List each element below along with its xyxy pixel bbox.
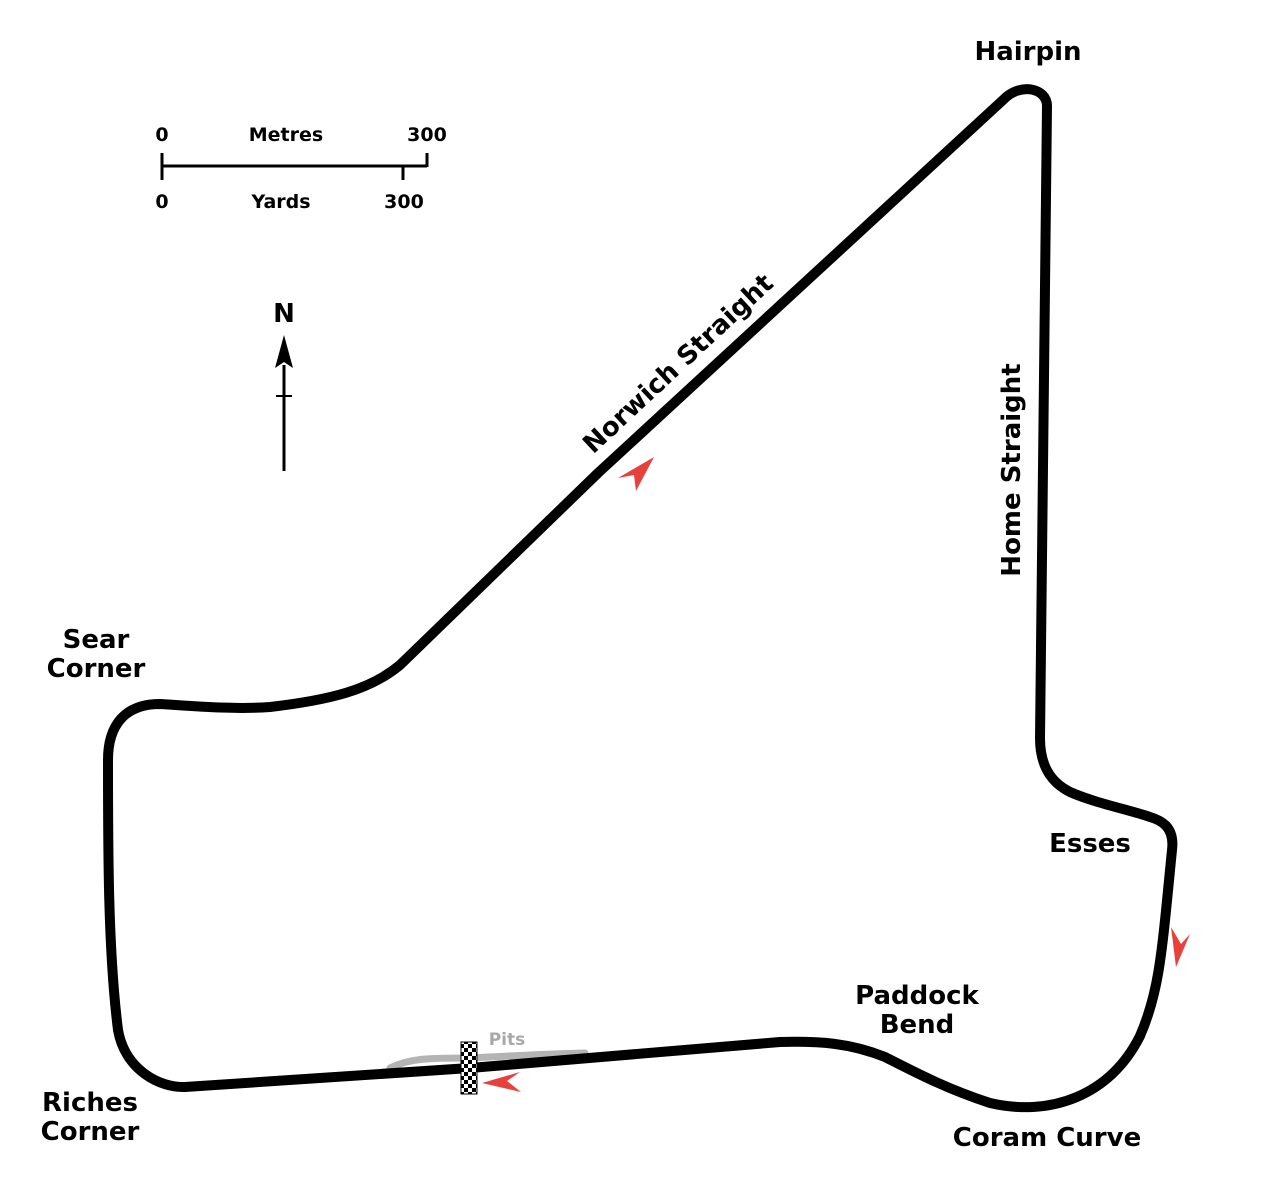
label-paddock-bend-line2: Bend — [880, 1010, 955, 1040]
direction-arrow-esses — [1171, 927, 1190, 967]
label-hairpin: Hairpin — [974, 37, 1081, 67]
label-riches-corner-line1: Riches — [42, 1088, 138, 1118]
label-coram-curve: Coram Curve — [953, 1123, 1141, 1153]
north-arrow-icon — [275, 335, 293, 471]
label-riches-corner-line2: Corner — [41, 1117, 140, 1147]
scale-yards-end: 300 — [384, 191, 424, 213]
track-outline — [103, 84, 1178, 1113]
scale-metres-start: 0 — [155, 124, 168, 146]
scale-yards-start: 0 — [155, 191, 168, 213]
scale-metres-label: Metres — [249, 124, 323, 146]
label-pits: Pits — [489, 1030, 526, 1050]
north-label: N — [273, 299, 295, 329]
label-sear-corner-line1: Sear — [63, 625, 130, 655]
direction-arrow-start — [482, 1072, 521, 1092]
scale-metres-end: 300 — [407, 124, 447, 146]
label-sear-corner-line2: Corner — [47, 654, 146, 684]
label-esses: Esses — [1049, 829, 1131, 859]
label-norwich-straight: Norwich Straight — [578, 268, 780, 459]
label-paddock-bend-line1: Paddock — [855, 981, 979, 1011]
start-finish-line — [460, 1041, 478, 1095]
label-home-straight: Home Straight — [997, 363, 1027, 576]
direction-arrow-norwich-straight — [618, 457, 654, 491]
scale-yards-label: Yards — [250, 191, 310, 213]
scale-bar: 0 Metres 300 0 Yards 300 — [155, 124, 446, 213]
